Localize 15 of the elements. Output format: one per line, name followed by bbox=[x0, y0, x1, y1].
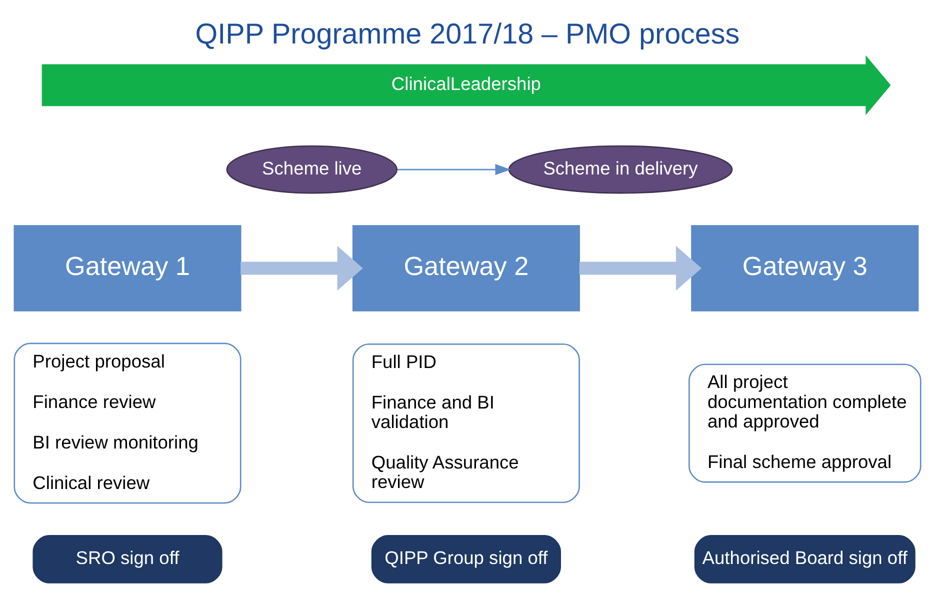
arrow bbox=[240, 246, 362, 291]
arrow bbox=[396, 164, 510, 176]
node-box: Project proposal Finance review BI review monitoring Clinical review bbox=[13, 342, 241, 504]
node-box: Gateway 1 bbox=[13, 225, 241, 312]
arrow bbox=[578, 246, 702, 291]
node-ellipse: Scheme in delivery bbox=[508, 145, 732, 194]
node-box: Authorised Board sign off bbox=[694, 535, 915, 584]
node-box: Full PID Finance and BI validation Quality Assurance review bbox=[352, 343, 580, 503]
node-box: SRO sign off bbox=[32, 535, 222, 584]
node-ellipse: Scheme live bbox=[226, 145, 398, 194]
node-box: Gateway 3 bbox=[690, 225, 918, 312]
node-box: Gateway 2 bbox=[352, 225, 580, 312]
diagram-title: QIPP Programme 2017/18 – PMO process bbox=[194, 18, 740, 50]
node-box: QIPP Group sign off bbox=[370, 535, 560, 584]
node-box: All project documentation complete and approved Final scheme approval bbox=[688, 364, 921, 483]
